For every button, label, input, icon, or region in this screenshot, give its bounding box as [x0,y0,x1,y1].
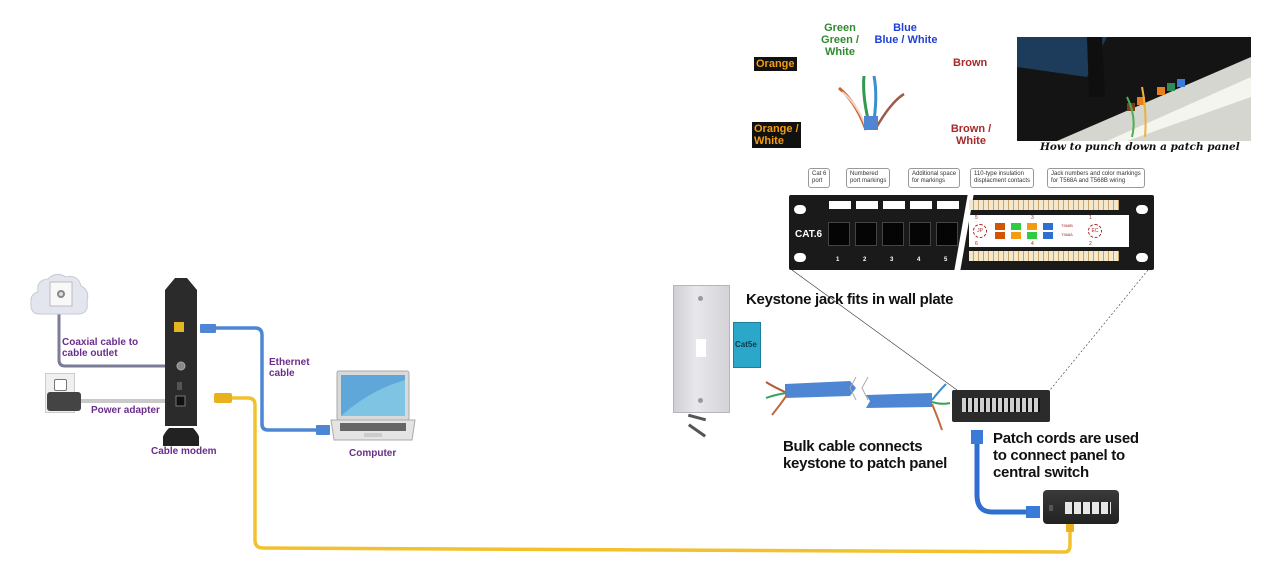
idc-contacts-top [969,200,1119,210]
cable-modem-label: Cable modem [151,446,217,457]
patch-cord [974,440,1030,515]
wire-label-green-white: Green / White [821,34,859,58]
patch-panel-small-ports [962,398,1040,412]
cloud-icon [30,273,89,315]
jack-number: 1 [1089,215,1092,221]
port-number: 5 [944,257,948,263]
jack-number: 6 [975,241,978,247]
mount-hole-icon [794,205,806,214]
jack-number: 4 [1031,241,1034,247]
keystone-jack-label: Cat5e [735,340,757,349]
leader-line-left [791,269,958,391]
port-number: 3 [890,257,894,263]
panel-brand: CAT.6 [795,229,823,240]
bulk-cable-caption: Bulk cable connects keystone to patch pa… [783,438,947,472]
patch-cords-caption: Patch cords are used to connect panel to… [993,430,1139,481]
mount-hole-icon [794,253,806,262]
panel-port-2 [855,222,877,246]
mount-hole-icon [1136,205,1148,214]
patch-panel-detail: CAT.6 1 2 3 4 5 5 3 1 6 4 2 JP EC T568B … [789,195,1154,270]
power-adapter [47,392,81,411]
wire-label-blue: Blue [893,22,917,34]
blue-cable-plug-modem [200,324,216,333]
callout-cat6-port: Cat 6 port [808,168,831,188]
screw-hole-icon [698,398,703,403]
color-coding-strip: 5 3 1 6 4 2 JP EC T568B T568A [969,215,1129,247]
punchdown-caption: How to punch down a patch panel [1040,141,1240,153]
blue-ethernet-cable [216,326,318,432]
wire-label-orange: Orange [754,57,797,71]
port-number: 1 [836,257,840,263]
switch-ports [1065,502,1111,514]
ec-badge: EC [1088,224,1102,238]
port-number: 4 [917,257,921,263]
jp-badge: JP [973,224,987,238]
wire-label-green: Green [824,22,856,34]
callout-numbered-port-markings: Numbered port markings [846,168,891,188]
port-number: 2 [863,257,867,263]
marking-strip [829,201,959,209]
twisted-pair-cable-illustration [836,72,908,134]
panel-port-4 [909,222,931,246]
bulk-cable-right [866,393,932,408]
callout-110-contacts: 110-type insulation displacment contacts [970,168,1035,188]
patch-panel-small [952,390,1050,422]
cable-modem [163,278,199,446]
outlet-face-icon [54,379,67,391]
t568b-label: T568B [1061,223,1073,228]
screw-hole-icon [698,296,703,301]
modem-icon [163,278,199,446]
laptop-icon [330,370,416,441]
punchdown-photo-image [1017,37,1251,141]
wire-label-blue-white: Blue / White [874,34,938,46]
blue-cable-plug-laptop [316,425,330,435]
jack-number: 2 [1089,241,1092,247]
cable-outlet-cloud [28,270,90,320]
twisted-pair-icon [838,75,905,131]
t568a-label: T568A [1061,232,1073,237]
wire-label-brown-white: Brown / White [950,123,992,147]
coax-cable [57,300,180,368]
patch-cord-plug-top [971,430,983,444]
network-switch [1043,490,1119,524]
callout-additional-space: Additional space for markings [908,168,961,188]
callout-jack-numbers: Jack numbers and color markings for T568… [1047,168,1145,188]
jack-number: 5 [975,215,978,221]
jack-number: 3 [1031,215,1034,221]
punchdown-photo [1017,37,1251,141]
panel-port-3 [882,222,904,246]
coax-cable-label: Coaxial cable to cable outlet [62,337,139,359]
yellow-ethernet-cable [232,396,1072,554]
jack-opening [696,339,706,357]
patch-cord-plug-switch [1026,506,1040,518]
mount-hole-icon [1136,253,1148,262]
idc-contacts-bottom [969,251,1119,261]
wire-label-brown: Brown [953,57,988,69]
leader-line-right [1049,269,1149,391]
laptop-computer [330,370,416,442]
panel-port-5 [936,222,958,246]
t568b-color-row [995,223,1059,230]
power-adapter-label: Power adapter [91,405,160,416]
t568a-color-row [995,232,1059,239]
yellow-cable-plug-modem [214,393,232,403]
keystone-caption: Keystone jack fits in wall plate [746,291,954,308]
ethernet-cable-label: Ethernet cable [269,357,310,379]
wall-plate [673,285,730,413]
bulk-cable-left [785,381,856,398]
wire-label-orange-white: Orange / White [752,122,801,148]
panel-port-1 [828,222,850,246]
computer-label: Computer [349,448,397,459]
switch-power-led-icon [1049,505,1053,511]
keystone-jack: Cat5e [733,322,761,368]
